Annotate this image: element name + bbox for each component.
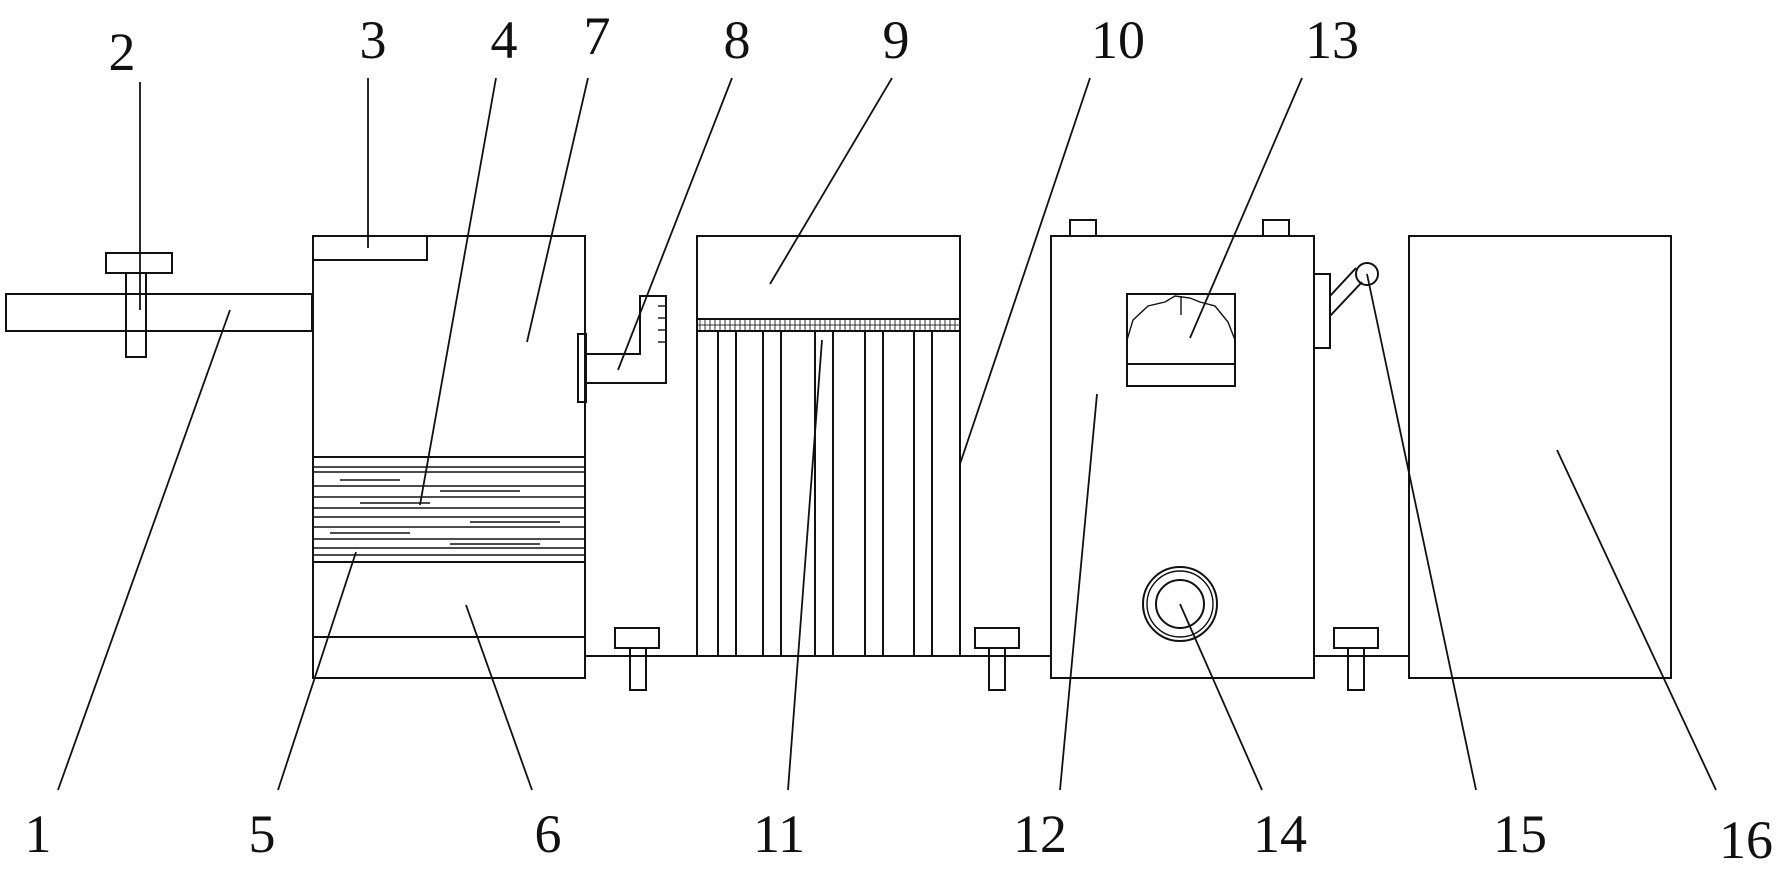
pump [1142, 566, 1218, 642]
label-1: 1 [25, 804, 52, 864]
first-tank [312, 235, 586, 679]
filter-layer [313, 466, 585, 556]
reference-numerals: 2 3 4 7 8 9 10 13 1 5 6 11 12 14 15 16 [25, 6, 1774, 870]
label-14: 14 [1253, 804, 1307, 864]
label-10: 10 [1091, 10, 1145, 70]
label-5: 5 [249, 804, 276, 864]
label-6: 6 [535, 804, 562, 864]
leader-lines [57, 77, 1717, 791]
label-3: 3 [360, 10, 387, 70]
filter-tubes [717, 330, 933, 657]
connector-clamp [585, 627, 697, 691]
inlet-pipe [5, 293, 313, 332]
sight-window [1126, 293, 1236, 387]
tank-cover [312, 235, 428, 261]
fourth-tank [1408, 235, 1672, 679]
valve [105, 252, 173, 358]
elbow-pipe [577, 295, 667, 403]
perforated-plate [696, 318, 961, 332]
label-15: 15 [1493, 804, 1547, 864]
drive-motor [1313, 262, 1379, 349]
connector-clamp-3 [1314, 627, 1409, 691]
label-7: 7 [584, 6, 611, 66]
connector-clamp-2 [960, 627, 1051, 691]
label-11: 11 [753, 804, 805, 864]
label-12: 12 [1013, 804, 1067, 864]
label-2: 2 [109, 22, 136, 82]
label-9: 9 [883, 10, 910, 70]
label-16: 16 [1719, 810, 1773, 870]
label-13: 13 [1305, 10, 1359, 70]
label-4: 4 [491, 10, 518, 70]
label-8: 8 [724, 10, 751, 70]
third-tank [1050, 219, 1315, 679]
